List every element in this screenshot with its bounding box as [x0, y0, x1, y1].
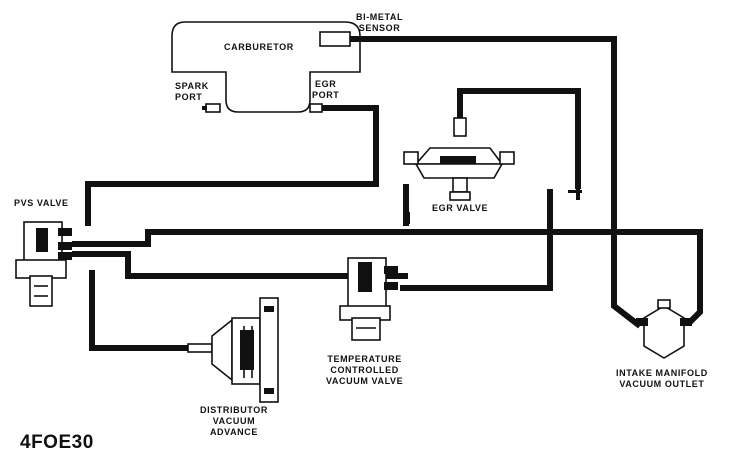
temp-controlled-vacuum-valve [339, 257, 398, 341]
spark-port-fitting [205, 103, 221, 113]
hose-egr-port [85, 105, 379, 226]
distributor-vacuum-advance [187, 297, 279, 403]
distributor-label: DISTRIBUTOR VACUUM ADVANCE [200, 405, 268, 437]
spark-port-label: SPARK PORT [175, 81, 209, 102]
egr-valve-label: EGR VALVE [432, 203, 489, 213]
hose-bimetal-to-manifold [362, 36, 642, 329]
egr-port-fitting [309, 103, 323, 113]
bimetal-sensor [319, 31, 351, 47]
pvs-valve [15, 221, 72, 307]
carburetor-body [171, 21, 361, 113]
intake-manifold-label: INTAKE MANIFOLD VACUUM OUTLET [616, 368, 708, 389]
pvs-valve-label: PVS VALVE [14, 198, 69, 208]
hose-tcvv-lower [400, 189, 553, 291]
egr-valve [403, 117, 515, 201]
hose-pvs-to-tcvv [72, 251, 408, 279]
egr-port-label: EGR PORT [312, 79, 340, 100]
bimetal-sensor-label: BI-METAL SENSOR [356, 12, 404, 33]
hose-egr-valve-top [457, 88, 581, 189]
hose-pvs-to-distributor [89, 270, 192, 351]
intake-manifold-outlet [636, 299, 692, 359]
figure-code: 4FOE30 [20, 432, 94, 453]
hose-main-to-manifold [72, 229, 703, 325]
carburetor-label: CARBURETOR [224, 42, 294, 52]
temp-valve-label: TEMPERATURE CONTROLLED VACUUM VALVE [326, 354, 404, 386]
